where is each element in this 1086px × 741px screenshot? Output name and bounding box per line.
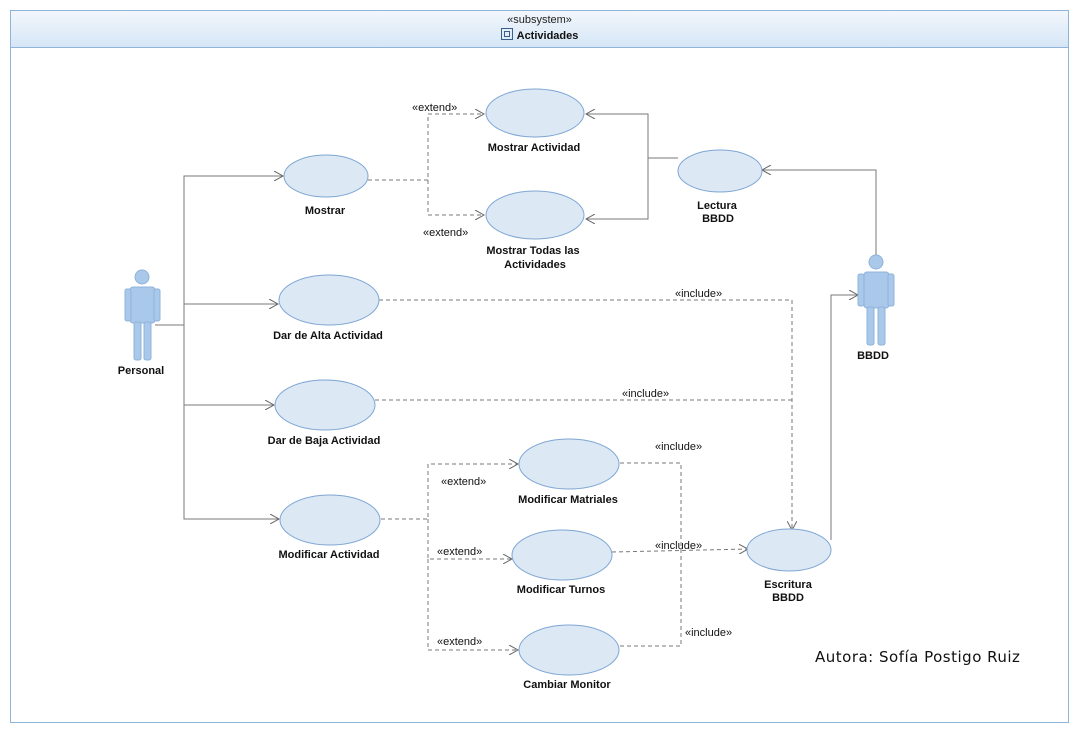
- extend-label-turnos: «extend»: [437, 546, 482, 558]
- extend-label-monitor: «extend»: [437, 636, 482, 648]
- include-label-materiales: «include»: [655, 441, 702, 453]
- usecase-baja-label: Dar de Baja Actividad: [268, 435, 381, 447]
- usecase-turnos[interactable]: [511, 529, 613, 581]
- author-credit: Autora: Sofía Postigo Ruiz: [815, 648, 1021, 666]
- usecase-lectura-label-line1: Lectura: [697, 200, 738, 212]
- include-label-alta: «include»: [675, 288, 722, 300]
- usecase-alta-label: Dar de Alta Actividad: [273, 330, 383, 342]
- actor-personal-leg-right: [143, 321, 152, 361]
- extend-mostrar-todas: [427, 180, 484, 215]
- extend-relations: [368, 114, 518, 650]
- assoc-escritura-bbdd: [830, 295, 858, 540]
- usecase-escritura-label-line2: BBDD: [772, 592, 804, 604]
- extend-label-materiales: «extend»: [441, 476, 486, 488]
- include-label-baja: «include»: [622, 388, 669, 400]
- include-monitor: [620, 552, 682, 647]
- actor-bbdd-label: BBDD: [857, 350, 889, 362]
- extend-mostrar: [368, 114, 484, 181]
- assoc-lectura-mostrar-actividad: [586, 114, 678, 159]
- extend-label-mostrar-todas: «extend»: [423, 227, 468, 239]
- include-relations: [375, 299, 792, 647]
- usecase-mostrar-todas-label-line2: Actividades: [504, 259, 566, 271]
- actor-bbdd-arm-right: [887, 273, 895, 307]
- usecase-materiales-label: Modificar Matriales: [518, 494, 618, 506]
- include-alta: [379, 299, 792, 530]
- usecase-mostrar-todas-label-line1: Mostrar Todas las: [486, 245, 579, 257]
- assoc-bbdd-lectura: [762, 170, 877, 262]
- usecase-mostrar-label: Mostrar: [305, 205, 346, 217]
- extend-label-mostrar-actividad: «extend»: [412, 102, 457, 114]
- actor-bbdd-leg-left: [866, 306, 875, 346]
- usecase-monitor[interactable]: [518, 624, 620, 676]
- include-label-monitor: «include»: [685, 627, 732, 639]
- usecase-escritura[interactable]: [746, 528, 832, 572]
- extend-materiales: [381, 464, 518, 520]
- subsystem-header: «subsystem» Actividades: [11, 11, 1068, 48]
- usecase-modificar[interactable]: [279, 494, 381, 546]
- actor-bbdd-leg-right: [877, 306, 886, 346]
- include-materiales: [620, 462, 682, 552]
- usecase-lectura[interactable]: [677, 149, 763, 193]
- usecase-mostrar-actividad[interactable]: [485, 88, 585, 138]
- usecase-turnos-label: Modificar Turnos: [517, 584, 605, 596]
- actor-personal-arm-right: [153, 288, 161, 322]
- use-cases: [274, 88, 832, 676]
- extend-monitor: [427, 559, 518, 650]
- actor-bbdd[interactable]: [857, 254, 895, 346]
- personal-associations: [155, 176, 283, 519]
- actor-personal-leg-left: [133, 321, 142, 361]
- assoc-personal-baja: [183, 325, 274, 405]
- assoc-personal-modificar: [183, 405, 279, 519]
- usecase-baja[interactable]: [274, 379, 376, 431]
- assoc-lectura-mostrar-todas: [586, 158, 649, 219]
- usecase-modificar-label: Modificar Actividad: [278, 549, 379, 561]
- usecase-alta[interactable]: [278, 274, 380, 326]
- usecase-lectura-label-line2: BBDD: [702, 213, 734, 225]
- actor-personal-label: Personal: [118, 365, 164, 377]
- subsystem-name: Actividades: [516, 30, 579, 42]
- usecase-monitor-label: Cambiar Monitor: [523, 679, 611, 691]
- usecase-mostrar[interactable]: [283, 154, 369, 198]
- actor-bbdd-head: [868, 254, 884, 270]
- subsystem-stereotype: «subsystem»: [507, 14, 572, 26]
- lectura-associations: [586, 114, 877, 540]
- actor-personal[interactable]: [124, 269, 161, 361]
- usecase-mostrar-todas[interactable]: [485, 190, 585, 240]
- subsystem-title: Actividades: [11, 28, 1068, 42]
- subsystem-icon: [500, 28, 513, 40]
- include-label-turnos: «include»: [655, 540, 702, 552]
- usecase-mostrar-actividad-label: Mostrar Actividad: [488, 142, 581, 154]
- actor-personal-arm-left: [124, 288, 132, 322]
- include-turnos: [611, 549, 748, 552]
- usecase-escritura-label-line1: Escritura: [764, 579, 813, 591]
- usecase-materiales[interactable]: [518, 438, 620, 490]
- actor-personal-body: [129, 286, 156, 324]
- actor-bbdd-body: [863, 271, 890, 309]
- actor-bbdd-arm-left: [857, 273, 865, 307]
- actor-personal-head: [134, 269, 150, 285]
- assoc-personal-mostrar: [155, 176, 283, 326]
